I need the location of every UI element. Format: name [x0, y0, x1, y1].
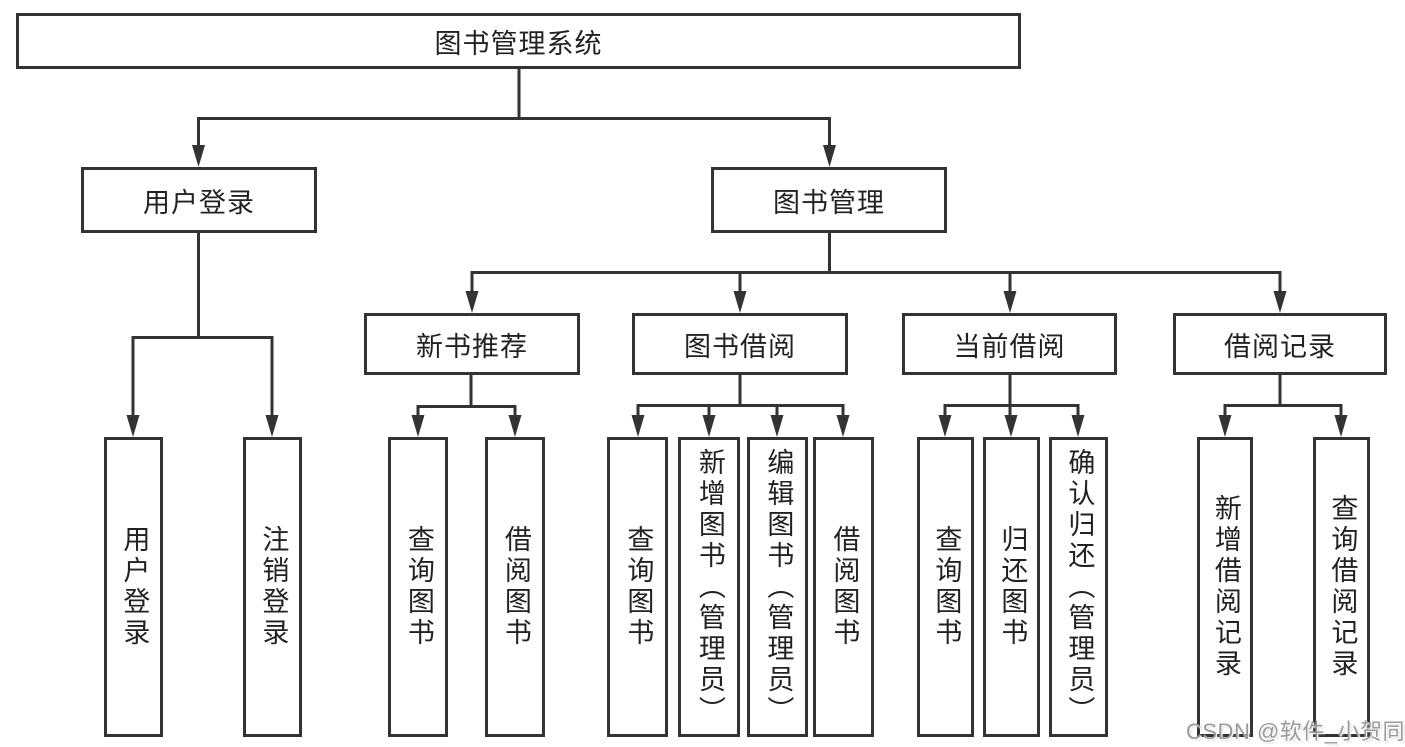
leaf-label: 编辑图书（管理员）	[763, 447, 794, 727]
node-label: 借阅记录	[1224, 331, 1336, 362]
node-user-login: 用户登录	[81, 167, 317, 233]
leaf-label: 新增图书（管理员）	[694, 447, 725, 727]
node-label: 图书借阅	[684, 331, 796, 362]
node-label: 新书推荐	[416, 331, 528, 362]
leaf-return-books: 归还图书	[983, 437, 1040, 737]
node-current-borrow: 当前借阅	[902, 313, 1117, 375]
leaf-query-books-recommend: 查询图书	[388, 437, 448, 737]
node-label: 图书管理	[773, 187, 885, 218]
leaf-label: 注销登录	[258, 525, 289, 649]
leaf-add-book-admin: 新增图书（管理员）	[678, 437, 740, 737]
leaf-confirm-return-admin: 确认归还（管理员）	[1049, 437, 1108, 737]
leaf-borrow-books-recommend: 借阅图书	[485, 437, 545, 737]
node-label: 当前借阅	[953, 331, 1066, 362]
node-new-book-recommend: 新书推荐	[364, 313, 580, 375]
node-label: 图书管理系统	[434, 28, 603, 59]
node-label: 用户登录	[143, 187, 255, 218]
leaf-label: 查询借阅记录	[1327, 494, 1358, 680]
leaf-borrow-books-borrow: 借阅图书	[813, 437, 874, 737]
leaf-label: 查询图书	[403, 525, 434, 649]
leaf-query-books-current: 查询图书	[917, 437, 974, 737]
leaf-label: 借阅图书	[829, 525, 860, 649]
leaf-query-borrow-record: 查询借阅记录	[1313, 437, 1370, 737]
leaf-label: 查询图书	[623, 525, 654, 649]
leaf-add-borrow-record: 新增借阅记录	[1197, 437, 1253, 737]
node-book-borrow: 图书借阅	[632, 313, 848, 375]
node-borrow-records: 借阅记录	[1173, 313, 1387, 375]
leaf-label: 归还图书	[997, 525, 1028, 649]
leaf-label: 确认归还（管理员）	[1064, 447, 1095, 727]
node-book-management: 图书管理	[711, 167, 947, 233]
leaf-logout: 注销登录	[243, 437, 302, 737]
leaf-label: 借阅图书	[500, 525, 531, 649]
watermark: CSDN @软件_小贺同学	[1186, 719, 1405, 744]
node-root: 图书管理系统	[16, 13, 1021, 69]
leaf-user-login: 用户登录	[104, 437, 163, 737]
leaf-edit-book-admin: 编辑图书（管理员）	[747, 437, 808, 737]
leaf-query-books-borrow: 查询图书	[607, 437, 668, 737]
arrowheads	[126, 145, 1348, 437]
leaf-label: 用户登录	[119, 525, 150, 649]
leaf-label: 查询图书	[931, 525, 962, 649]
leaf-label: 新增借阅记录	[1210, 494, 1241, 680]
